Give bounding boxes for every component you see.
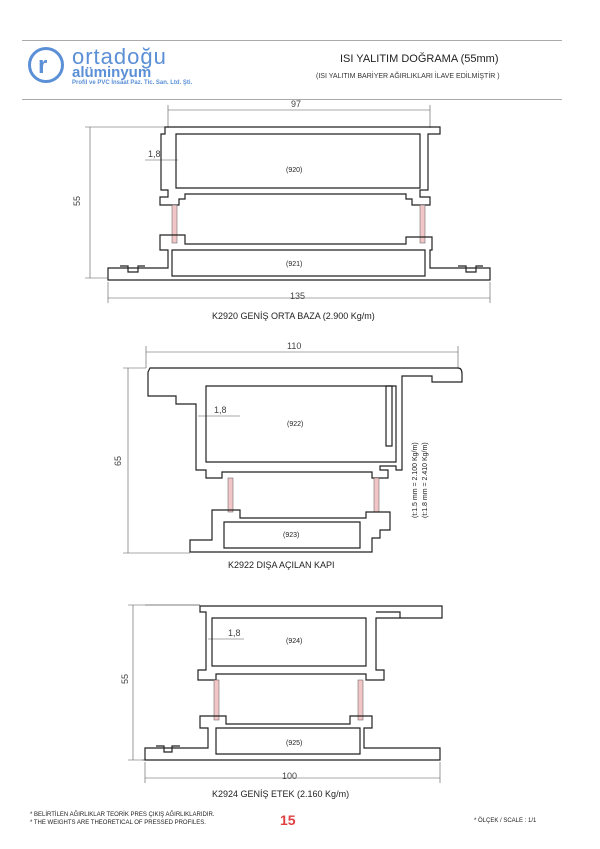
header-frame (22, 40, 562, 100)
footnote-tr: * BELİRTİLEN AĞIRLIKLAR TEORİK PRES ÇIKI… (30, 812, 215, 818)
page-number: 15 (280, 812, 296, 828)
p3-width-bottom: 100 (282, 771, 297, 781)
p2-chamber-bottom: (923) (283, 532, 299, 539)
p1-chamber-bottom: (921) (286, 261, 302, 268)
brand-tagline: Profil ve PVC İnsaat Paz. Tic. San. Ltd.… (72, 80, 193, 86)
logo-circle-icon (28, 47, 64, 83)
p3-chamber-bottom: (925) (286, 740, 302, 747)
caption-k2924: K2924 GENİŞ ETEK (2.160 Kg/m) (212, 789, 350, 799)
p2-weight-2: (t:1.8 mm = 2.410 Kg/m) (422, 442, 429, 518)
p2-wall: 1,8 (214, 405, 227, 415)
p1-chamber-top: (920) (286, 167, 302, 174)
p1-width-bottom: 135 (290, 291, 305, 301)
page-subtitle: (ISI YALITIM BARİYER AĞIRLIKLARI İLAVE E… (316, 73, 500, 80)
scale-note: * ÖLÇEK / SCALE : 1/1 (474, 818, 537, 824)
p3-height: 55 (120, 674, 130, 684)
brand-sub: alüminyum (72, 64, 152, 81)
p2-height: 65 (113, 456, 123, 466)
logo-letter-icon: r (38, 52, 48, 79)
p3-barrier-right (357, 679, 364, 721)
p1-width-top: 97 (291, 99, 301, 109)
profile-k2924: 55 1,8 (924) (925) 100 (120, 604, 443, 783)
profile-k2920: 97 55 1,8 (920) (921) 135 (72, 99, 491, 303)
p2-barrier-right (373, 477, 380, 513)
p1-barrier-left (171, 204, 178, 244)
p3-barrier-left (213, 679, 220, 721)
p3-chamber-top: (924) (286, 638, 302, 645)
page-title: ISI YALITIM DOĞRAMA (55mm) (340, 53, 499, 65)
p2-width-top: 110 (287, 341, 301, 351)
brand-name: ortadoğu (72, 44, 167, 69)
caption-k2922: K2922 DIŞA AÇILAN KAPI (228, 560, 335, 570)
footnote-en: * THE WEIGHTS ARE THEORETICAL OF PRESSED… (30, 820, 206, 826)
p2-barrier-left (227, 477, 234, 513)
p1-wall: 1,8 (148, 149, 161, 159)
profile-k2922: 110 65 1,8 (922) (923) (t:1.5 mm = 2.100… (113, 341, 463, 554)
caption-k2920: K2920 GENİŞ ORTA BAZA (2.900 Kg/m) (212, 311, 375, 321)
p1-height: 55 (72, 196, 82, 206)
p3-wall: 1,8 (228, 628, 241, 638)
p2-chamber-top: (922) (287, 421, 303, 428)
p1-barrier-right (419, 204, 426, 244)
p2-weight-1: (t:1.5 mm = 2.100 Kg/m) (412, 442, 419, 518)
